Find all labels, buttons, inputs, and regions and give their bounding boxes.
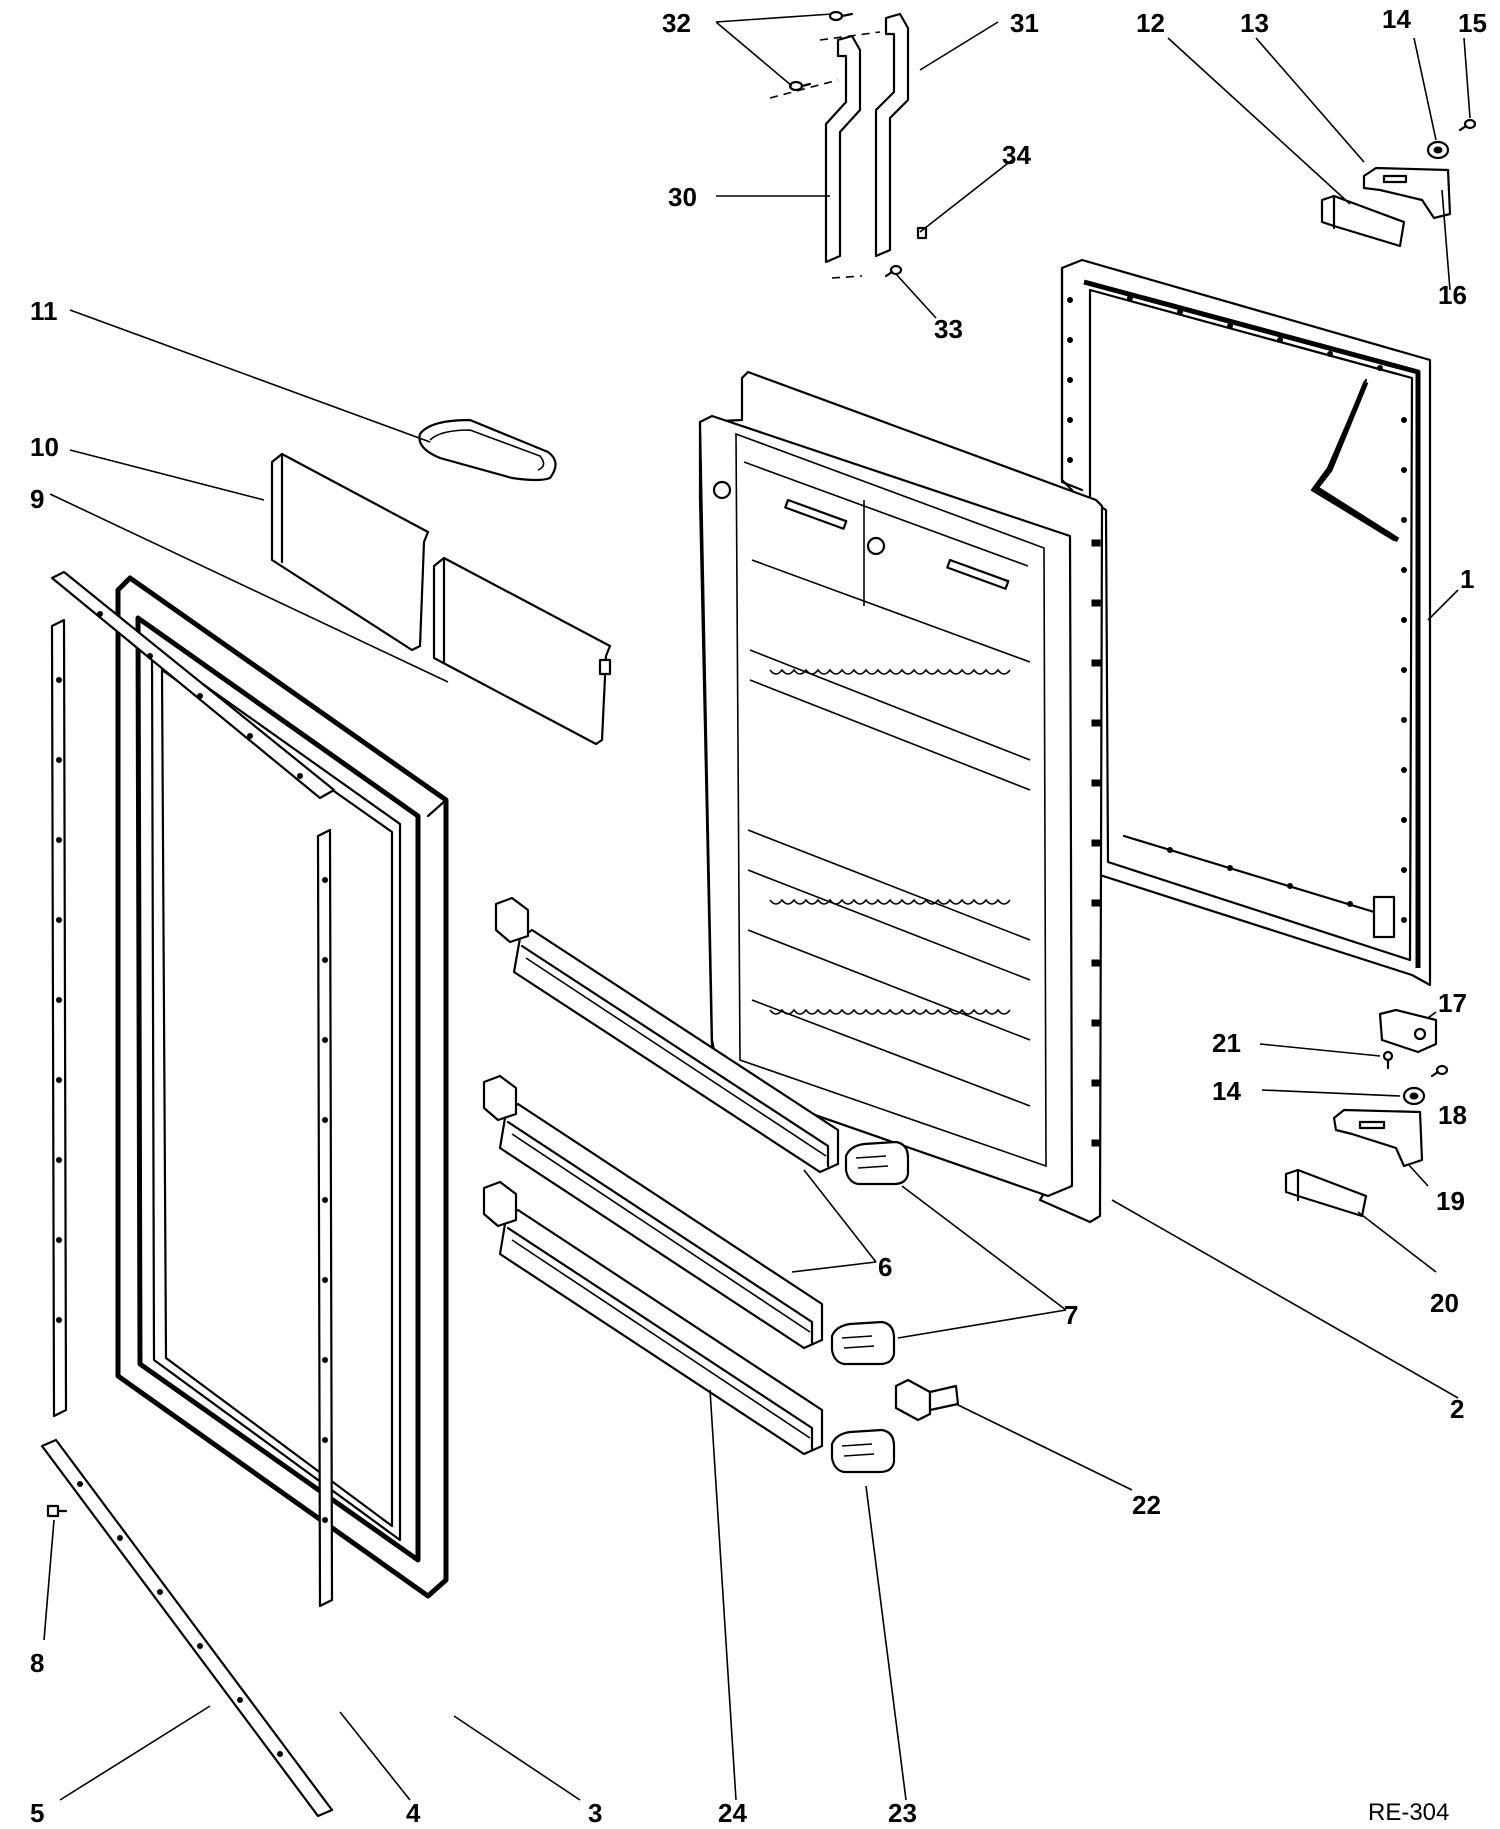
callout-labels: 32 31 34 30 33 12 13 14 15 16 1 17 21 14… xyxy=(30,4,1487,1828)
part-15-screw xyxy=(1458,118,1477,132)
callout-15: 15 xyxy=(1458,8,1487,38)
callout-16: 16 xyxy=(1438,280,1467,310)
part-32-screws xyxy=(769,10,881,99)
part-1-door-panel xyxy=(1060,258,1432,987)
part-17-hinge-plate xyxy=(1378,1008,1438,1054)
callout-2: 2 xyxy=(1450,1394,1464,1424)
callout-22: 22 xyxy=(1132,1490,1161,1520)
part-22-clip xyxy=(894,1378,960,1422)
part-21-screw xyxy=(1382,1050,1394,1070)
callout-4: 4 xyxy=(406,1798,421,1828)
part-6-shelf-bar-middle xyxy=(482,1074,824,1350)
callout-30: 30 xyxy=(668,182,697,212)
part-24-shelf-bar-lower xyxy=(482,1180,824,1456)
part-13-hinge-bracket xyxy=(1362,166,1452,220)
callout-12: 12 xyxy=(1136,8,1165,38)
callout-9: 9 xyxy=(30,484,44,514)
part-14-lower-bushing xyxy=(1402,1086,1426,1106)
callout-1: 1 xyxy=(1460,564,1474,594)
callout-33: 33 xyxy=(934,314,963,344)
callout-8: 8 xyxy=(30,1648,44,1678)
part-6-shelf-bar-upper xyxy=(494,896,840,1174)
callout-24: 24 xyxy=(718,1798,747,1828)
part-34-clip xyxy=(916,226,928,240)
callout-31: 31 xyxy=(1010,8,1039,38)
part-30-bracket xyxy=(824,34,862,264)
part-4-side-strip xyxy=(316,828,334,1608)
part-5-bottom-strip xyxy=(40,1438,334,1818)
part-7-end-cap-upper xyxy=(844,1140,910,1186)
part-23-end-cap-lower xyxy=(830,1428,896,1474)
part-33-screw xyxy=(831,264,903,279)
callout-3: 3 xyxy=(588,1798,602,1828)
callout-17: 17 xyxy=(1438,988,1467,1018)
part-9-shelf-front xyxy=(432,556,612,746)
callout-14-bottom: 14 xyxy=(1212,1076,1241,1106)
callout-32: 32 xyxy=(662,8,691,38)
part-1-screw-holes xyxy=(1067,295,1407,923)
diagram-code: RE-304 xyxy=(1368,1799,1449,1826)
part-7-end-cap-middle xyxy=(830,1320,896,1366)
part-19-hinge-bracket xyxy=(1332,1108,1424,1168)
part-31-bracket xyxy=(874,12,910,258)
part-3-gasket xyxy=(115,575,449,1599)
callout-14-top: 14 xyxy=(1382,4,1411,34)
callout-10: 10 xyxy=(30,432,59,462)
part-18-screw xyxy=(1430,1064,1449,1078)
left-side-strip xyxy=(50,618,68,1418)
callout-7: 7 xyxy=(1064,1300,1078,1330)
part-20-hinge-shim xyxy=(1284,1168,1368,1218)
callout-11: 11 xyxy=(30,296,58,326)
part-10-shelf-front xyxy=(270,452,430,652)
callout-34: 34 xyxy=(1002,140,1031,170)
top-strip xyxy=(50,570,336,800)
callout-18: 18 xyxy=(1438,1100,1467,1130)
part-8-screw xyxy=(46,1504,68,1518)
callout-23: 23 xyxy=(888,1798,917,1828)
part-2-edge-tabs xyxy=(1091,539,1101,1147)
leader-lines xyxy=(43,13,1471,1801)
part-11-dish-lid xyxy=(418,418,557,482)
callout-5: 5 xyxy=(30,1798,44,1828)
callout-6: 6 xyxy=(878,1252,892,1282)
callout-21: 21 xyxy=(1212,1028,1241,1058)
part-12-hinge-shim xyxy=(1320,194,1406,248)
callout-19: 19 xyxy=(1436,1186,1465,1216)
part-14-hinge-bushing xyxy=(1426,140,1450,160)
callout-20: 20 xyxy=(1430,1288,1459,1318)
callout-13: 13 xyxy=(1240,8,1269,38)
part-2-door-liner xyxy=(698,370,1104,1224)
